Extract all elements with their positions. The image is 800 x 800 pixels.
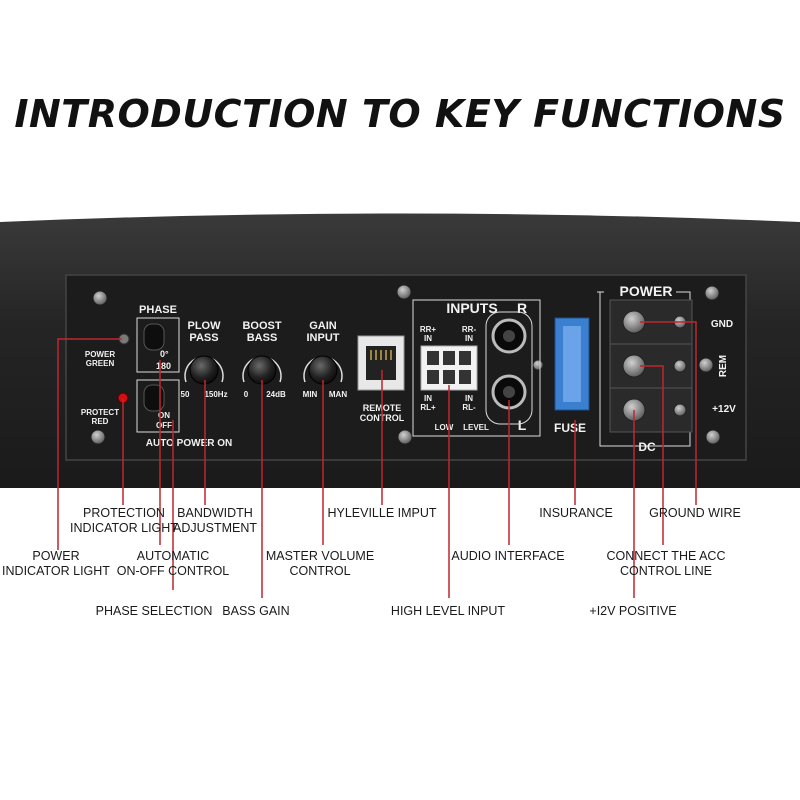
plow-label-2: PASS (189, 332, 218, 344)
phase-180-label: 180 (156, 361, 171, 371)
protect-red-label-2: RED (92, 417, 109, 426)
svg-text:RR+: RR+ (420, 325, 437, 334)
gain-max-label: MAN (329, 390, 347, 399)
plow-max-label: 150Hz (204, 390, 227, 399)
panel-screws (90, 284, 721, 445)
low-pass-knob (189, 355, 219, 385)
inputs-box (412, 299, 541, 437)
callout-phase-selection: PHASE SELECTION (95, 604, 213, 618)
callout-audio-interface: AUDIO INTERFACE (451, 549, 565, 563)
v12-label: +12V (712, 404, 736, 415)
svg-text:IN: IN (424, 334, 432, 343)
auto-power-switch (143, 384, 165, 412)
protect-red-label: PROTECT (81, 408, 119, 417)
on-label: ON (158, 411, 170, 420)
power-green-label: POWER (85, 350, 115, 359)
gnd-label: GND (711, 319, 733, 330)
phase-switch (143, 323, 165, 351)
level-label: LEVEL (463, 423, 489, 432)
svg-text:RR-: RR- (462, 325, 477, 334)
r-label: R (517, 300, 527, 316)
gain-min-label: MIN (303, 390, 318, 399)
rem-label: REM (718, 355, 729, 377)
low-label: LOW (435, 423, 454, 432)
phase-0-label: 0° (160, 349, 169, 359)
boost-max-label: 24dB (266, 390, 286, 399)
callout-ground-wire: GROUND WIRE (649, 506, 741, 520)
boost-min-label: 0 (244, 390, 249, 399)
svg-text:IN: IN (465, 334, 473, 343)
callout-high-level-input: HIGH LEVEL INPUT (390, 604, 506, 618)
dc-label: DC (638, 440, 656, 454)
callout-hyleville-input: HYLEVILLE IMPUT (327, 506, 437, 520)
gain-label: GAIN (309, 320, 337, 332)
phase-box (136, 317, 180, 373)
bass-boost-knob (247, 355, 277, 385)
power-label: POWER (620, 283, 673, 299)
power-green-label-2: GREEN (86, 359, 115, 368)
svg-text:RL+: RL+ (420, 403, 436, 412)
svg-text:RL-: RL- (462, 403, 476, 412)
gain-label-2: INPUT (307, 332, 340, 344)
svg-text:IN: IN (424, 394, 432, 403)
callout-insurance: INSURANCE (539, 506, 613, 520)
auto-power-on-label: AUTO POWER ON (146, 438, 232, 449)
phase-label: PHASE (139, 304, 177, 316)
plow-min-label: 50 (181, 390, 190, 399)
off-label: OFF (156, 421, 172, 430)
auto-power-box (136, 379, 180, 433)
boost-label: BOOST (242, 320, 281, 332)
plow-label: PLOW (188, 320, 222, 332)
l-label: L (518, 417, 527, 433)
pointer-lines (57, 321, 697, 598)
inputs-label: INPUTS (446, 300, 497, 316)
page-title: INTRODUCTION TO KEY FUNCTIONS (14, 92, 786, 136)
boost-label-2: BASS (247, 332, 278, 344)
fuse-label: FUSE (554, 421, 586, 435)
callout-12v-positive: +I2V POSITIVE (589, 604, 677, 618)
gain-knob (308, 355, 338, 385)
svg-text:IN: IN (465, 394, 473, 403)
callout-bass-gain: BASS GAIN (222, 604, 290, 618)
